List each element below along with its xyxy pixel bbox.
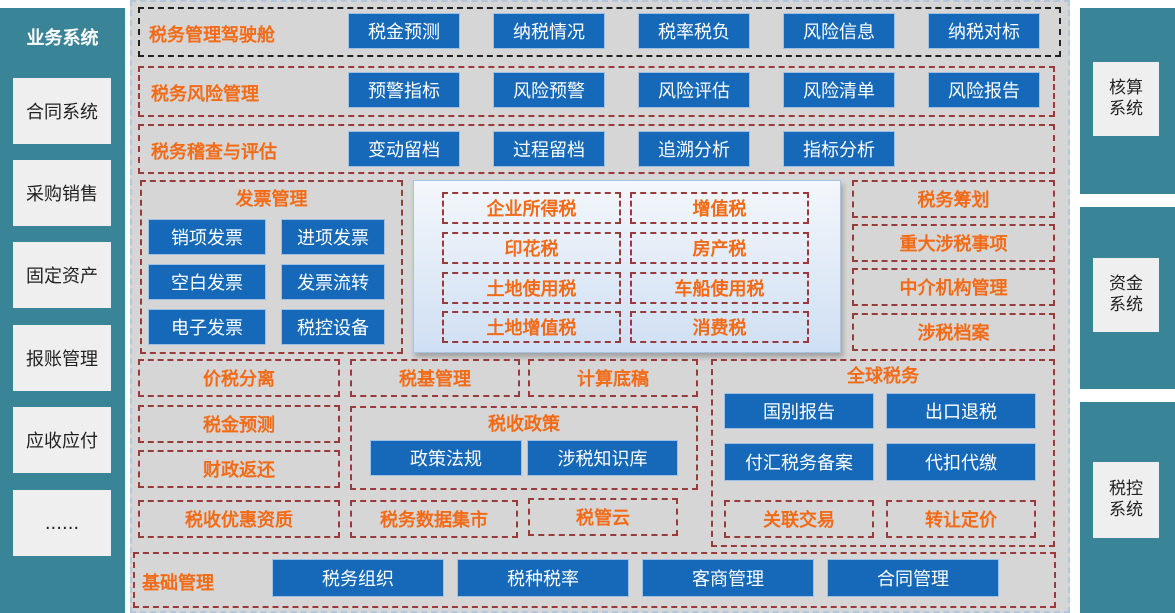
invoice-btn-blank[interactable]: 空白发票 — [148, 264, 266, 300]
tax-consumption[interactable]: 消费税 — [630, 311, 809, 343]
tax-policy-label: 税收政策 — [488, 414, 560, 435]
funds-line1: 资金 — [1109, 273, 1143, 294]
risk-btn-warning-index[interactable]: 预警指标 — [348, 72, 460, 108]
business-system-title: 业务系统 — [26, 28, 99, 49]
left-item-contract[interactable]: 合同系统 — [13, 78, 111, 144]
base-management-label: 基础管理 — [142, 573, 214, 594]
related-transactions[interactable]: 关联交易 — [724, 500, 874, 538]
risk-btn-risk-list[interactable]: 风险清单 — [783, 72, 895, 108]
funds-line2: 系统 — [1109, 295, 1143, 315]
left-item-fixed-assets[interactable]: 固定资产 — [13, 242, 111, 308]
tax-base-management[interactable]: 税基管理 — [350, 359, 520, 397]
taxcontrol-system-button[interactable]: 税控系统 — [1093, 462, 1159, 538]
risk-btn-risk-warning[interactable]: 风险预警 — [493, 72, 605, 108]
cockpit-btn-tax-forecast[interactable]: 税金预测 — [348, 13, 460, 49]
accounting-line1: 核算 — [1109, 77, 1143, 98]
global-tax-label: 全球税务 — [847, 366, 919, 387]
cockpit-label: 税务管理驾驶舱 — [149, 25, 275, 46]
risk-label: 税务风险管理 — [151, 84, 259, 105]
base-btn-tax-org[interactable]: 税务组织 — [272, 559, 444, 597]
audit-btn-process-archive[interactable]: 过程留档 — [493, 131, 605, 167]
risk-row — [138, 66, 1055, 117]
fiscal-rebate[interactable]: 财政返还 — [138, 450, 340, 488]
price-tax-separation[interactable]: 价税分离 — [138, 359, 340, 397]
left-item-receivable-payable[interactable]: 应收应付 — [13, 407, 111, 473]
invoice-label: 发票管理 — [235, 189, 308, 210]
tax-land-use[interactable]: 土地使用税 — [442, 272, 621, 304]
tax-incentive-qualification[interactable]: 税收优惠资质 — [138, 500, 340, 538]
policy-btn-regulations[interactable]: 政策法规 — [370, 440, 522, 476]
audit-row — [138, 124, 1055, 174]
invoice-btn-electronic[interactable]: 电子发票 — [148, 309, 266, 345]
calculation-draft[interactable]: 计算底稿 — [528, 359, 698, 397]
audit-label: 税务稽查与评估 — [151, 142, 277, 163]
policy-btn-knowledge-base[interactable]: 涉税知识库 — [527, 440, 678, 476]
global-btn-country-report[interactable]: 国别报告 — [724, 393, 874, 429]
base-btn-customer-supplier[interactable]: 客商管理 — [642, 559, 814, 597]
tax-corporate-income[interactable]: 企业所得税 — [442, 192, 621, 224]
invoice-group — [140, 180, 403, 354]
audit-btn-index-analysis[interactable]: 指标分析 — [783, 131, 895, 167]
tax-planning[interactable]: 税务筹划 — [852, 180, 1055, 218]
tax-forecast[interactable]: 税金预测 — [138, 405, 340, 443]
left-item-expense[interactable]: 报账管理 — [13, 325, 111, 391]
cockpit-btn-risk-info[interactable]: 风险信息 — [783, 13, 895, 49]
major-tax-matters[interactable]: 重大涉税事项 — [852, 224, 1055, 262]
tax-property[interactable]: 房产税 — [630, 232, 809, 264]
risk-btn-risk-assessment[interactable]: 风险评估 — [638, 72, 750, 108]
base-btn-tax-rates[interactable]: 税种税率 — [457, 559, 629, 597]
base-btn-contract[interactable]: 合同管理 — [827, 559, 999, 597]
transfer-pricing[interactable]: 转让定价 — [886, 500, 1036, 538]
tax-types-panel — [413, 180, 841, 353]
cockpit-btn-tax-payment[interactable]: 纳税情况 — [493, 13, 605, 49]
cockpit-btn-benchmark[interactable]: 纳税对标 — [928, 13, 1040, 49]
invoice-btn-tax-device[interactable]: 税控设备 — [281, 309, 385, 345]
tax-data-mart[interactable]: 税务数据集市 — [350, 500, 518, 538]
invoice-btn-output[interactable]: 销项发票 — [148, 219, 266, 255]
cockpit-row — [138, 7, 1061, 57]
intermediary-management[interactable]: 中介机构管理 — [852, 268, 1055, 306]
audit-btn-change-archive[interactable]: 变动留档 — [348, 131, 460, 167]
tax-archives[interactable]: 涉税档案 — [852, 313, 1055, 351]
audit-btn-trace-analysis[interactable]: 追溯分析 — [638, 131, 750, 167]
invoice-btn-input[interactable]: 进项发票 — [281, 219, 385, 255]
tax-stamp[interactable]: 印花税 — [442, 232, 621, 264]
tax-policy-group — [350, 406, 698, 490]
cockpit-btn-tax-rate[interactable]: 税率税负 — [638, 13, 750, 49]
left-item-purchase-sales[interactable]: 采购销售 — [13, 160, 111, 226]
accounting-system-button[interactable]: 核算系统 — [1093, 62, 1159, 136]
global-btn-export-rebate[interactable]: 出口退税 — [886, 393, 1036, 429]
tax-vehicle-vessel[interactable]: 车船使用税 — [630, 272, 809, 304]
tax-land-appreciation[interactable]: 土地增值税 — [442, 311, 621, 343]
accounting-line2: 系统 — [1109, 99, 1143, 119]
funds-system-button[interactable]: 资金系统 — [1093, 258, 1159, 332]
left-item-more[interactable]: ...... — [13, 490, 111, 556]
base-management-row — [133, 552, 1056, 608]
global-btn-withholding[interactable]: 代扣代缴 — [886, 443, 1036, 481]
taxcontrol-line2: 系统 — [1109, 500, 1143, 520]
taxcontrol-line1: 税控 — [1109, 478, 1143, 499]
invoice-btn-flow[interactable]: 发票流转 — [281, 264, 385, 300]
tax-cloud[interactable]: 税管云 — [528, 498, 678, 536]
tax-vat[interactable]: 增值税 — [630, 192, 809, 224]
global-tax-group — [711, 359, 1055, 547]
global-btn-payment-filing[interactable]: 付汇税务备案 — [724, 443, 874, 481]
risk-btn-risk-report[interactable]: 风险报告 — [928, 72, 1040, 108]
